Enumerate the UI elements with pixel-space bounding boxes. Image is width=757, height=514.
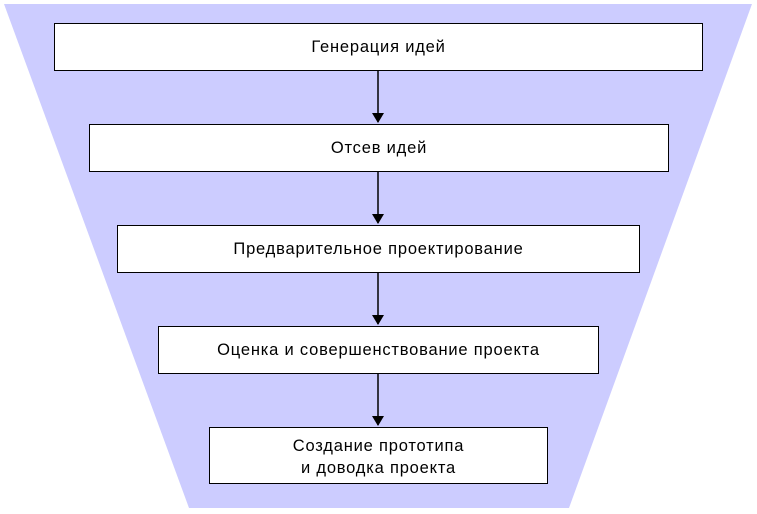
stage-label-prototype-finishing: Создание прототипа и доводка проекта: [292, 436, 465, 477]
stage-label-idea-screening: Отсев идей: [330, 139, 428, 157]
stage-box-evaluation-improvement: Оценка и совершенствование проекта: [158, 326, 599, 374]
stage-box-idea-generation: Генерация идей: [54, 23, 703, 71]
stage-box-prototype-finishing: Создание прототипа и доводка проекта: [209, 427, 548, 484]
stage-label-preliminary-design: Предварительное проектирование: [233, 240, 524, 258]
stage-box-preliminary-design: Предварительное проектирование: [117, 225, 640, 273]
stage-label-evaluation-improvement: Оценка и совершенствование проекта: [217, 341, 540, 359]
stage-label-idea-generation: Генерация идей: [311, 38, 446, 56]
stage-box-idea-screening: Отсев идей: [89, 124, 669, 172]
